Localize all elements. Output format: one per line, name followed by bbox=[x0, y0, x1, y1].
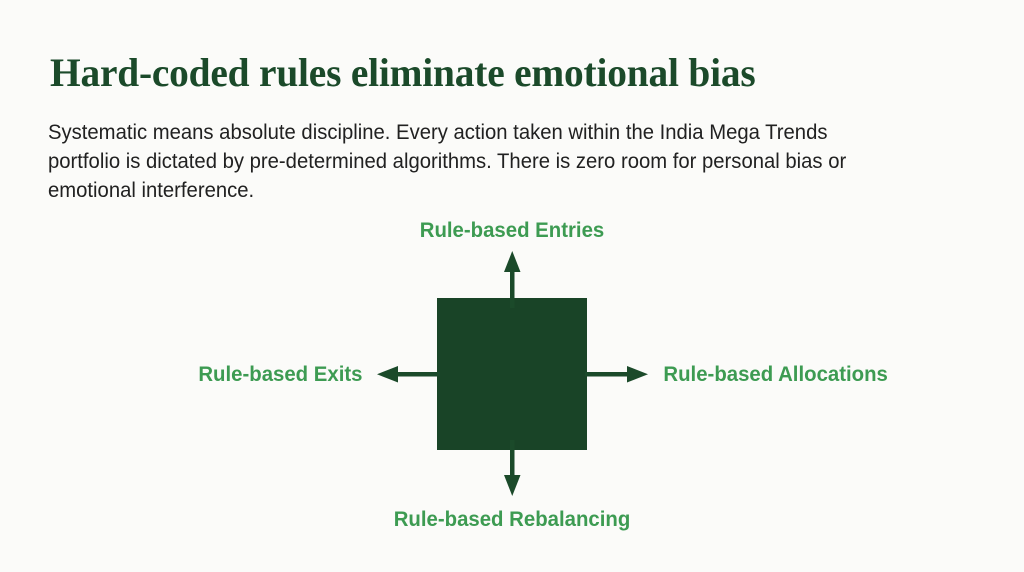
center-node-square bbox=[437, 298, 587, 450]
arrow-up-icon bbox=[504, 251, 521, 308]
branch-label-entries: Rule-based Entries bbox=[419, 219, 605, 242]
page-title: Hard-coded rules eliminate emotional bia… bbox=[50, 50, 756, 95]
arrow-down-icon bbox=[504, 440, 521, 496]
intro-paragraph: Systematic means absolute discipline. Ev… bbox=[48, 121, 847, 202]
branch-label-allocations: Rule-based Allocations bbox=[663, 363, 888, 386]
arrow-right-icon bbox=[585, 366, 648, 383]
branch-label-rebalancing: Rule-based Rebalancing bbox=[393, 508, 631, 531]
branch-label-exits: Rule-based Exits bbox=[198, 363, 363, 386]
arrow-left-icon bbox=[377, 366, 440, 383]
